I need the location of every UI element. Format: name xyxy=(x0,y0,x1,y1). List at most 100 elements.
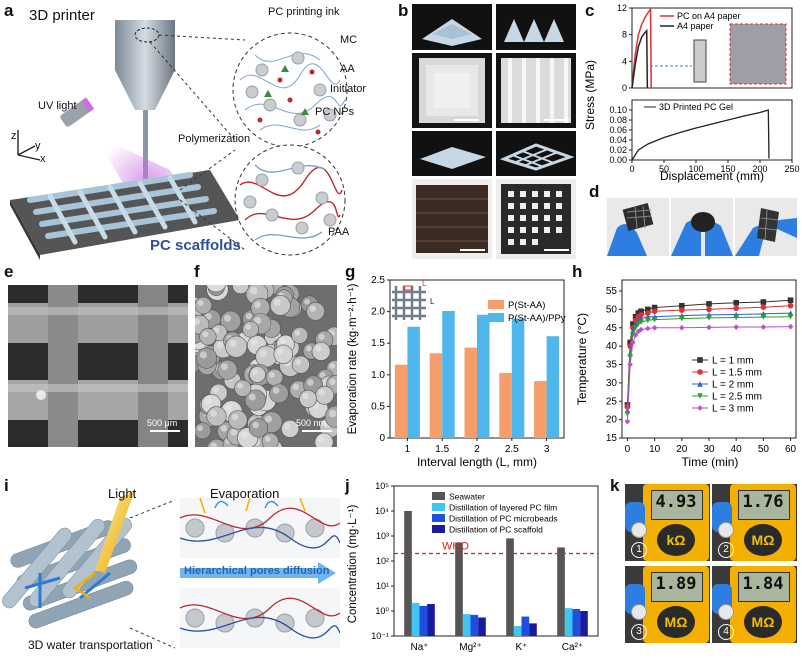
h-point-3-3 xyxy=(632,324,639,331)
meter-reading: 4.93 xyxy=(655,492,697,512)
h-point-3-7 xyxy=(651,316,658,323)
meter-dial xyxy=(744,606,782,638)
j-bar-1-1 xyxy=(462,614,471,636)
axis-z: z xyxy=(11,130,17,142)
sample-disc xyxy=(718,522,734,538)
c-bottom-xtick-label: 0 xyxy=(629,164,634,174)
h-point-3-1 xyxy=(627,354,633,360)
h-point-0-7 xyxy=(651,304,658,311)
sem-scaffold xyxy=(8,285,188,447)
c-bottom-ytick-label: 0.06 xyxy=(609,125,627,135)
j-bar-3-3 xyxy=(580,611,588,636)
h-point-3-6 xyxy=(645,317,651,324)
j-bar-0-2 xyxy=(506,538,514,636)
h-point-4-11 xyxy=(760,324,767,330)
panel-label-f: f xyxy=(194,262,200,281)
photo-number: 2 xyxy=(718,542,734,558)
g-bar-1-2 xyxy=(477,314,490,438)
j-ylabel: Concentration (mg·L⁻¹) xyxy=(347,505,359,624)
photo-number: 3 xyxy=(631,624,647,640)
c-top-series-0 xyxy=(631,7,652,89)
g-L-marker xyxy=(403,285,413,291)
h-point-0-2 xyxy=(630,321,636,327)
g-xlabel: Interval length (L, mm) xyxy=(417,455,537,469)
h-xtick-label: 50 xyxy=(758,444,770,455)
c-top-ytick-label: 8 xyxy=(622,30,627,40)
h-legend-marker xyxy=(697,393,703,399)
c-xlabel: Displacement (mm) xyxy=(660,169,764,183)
h-point-1-8 xyxy=(679,307,685,313)
c-bottom-legend-label: 3D Printed PC Gel xyxy=(659,102,733,112)
h-ytick-label: 55 xyxy=(606,286,618,297)
h-point-3-5 xyxy=(638,319,644,326)
h-point-0-8 xyxy=(679,302,685,309)
h-ytick-label: 20 xyxy=(606,415,618,426)
j-bar-3-2 xyxy=(529,623,537,636)
j-xtick-label: Mg²⁺ xyxy=(459,642,482,653)
multimeter-photo-4: 1.84 MΩ 4 xyxy=(712,566,797,643)
j-ytick-label: 10⁻¹ xyxy=(371,631,389,641)
g-legend-label: P(St-AA)/PPy xyxy=(508,313,566,324)
j-xtick-label: Na⁺ xyxy=(410,642,428,653)
g-xtick-label: 1.5 xyxy=(435,444,449,455)
h-point-1-10 xyxy=(733,305,739,312)
multimeter-photo-2: 1.76 MΩ 2 xyxy=(712,484,797,561)
g-bar-0-1 xyxy=(429,353,443,438)
panel-label-b: b xyxy=(398,1,409,20)
meter-screen xyxy=(738,572,790,602)
scale-label-e: 500 μm xyxy=(147,418,178,428)
scaffold-label: PC scaffolds xyxy=(150,237,241,254)
h-point-1-11 xyxy=(760,304,767,310)
g-xtick-label: 2 xyxy=(474,444,480,455)
j-ytick-label: 10³ xyxy=(376,531,389,541)
h-xlabel: Time (min) xyxy=(682,455,739,469)
meter-unit: MΩ xyxy=(751,532,775,548)
c-bottom-ytick-label: 0.00 xyxy=(609,155,627,165)
c-inset-sample xyxy=(693,39,707,83)
h-xtick-label: 30 xyxy=(703,444,715,455)
h-legend-label: L = 1.5 mm xyxy=(712,368,762,379)
j-legend-label: Distillation of PC microbeads xyxy=(449,514,558,524)
panel-label-e: e xyxy=(4,262,14,281)
g-bar-1-3 xyxy=(511,318,525,438)
scale-bar-f xyxy=(302,430,332,432)
h-point-3-11 xyxy=(760,314,767,320)
c-bottom-series xyxy=(631,109,770,161)
c-bottom-ytick-label: 0.10 xyxy=(609,105,627,115)
g-ytick-label: 2.5 xyxy=(371,275,385,286)
g-bar-0-2 xyxy=(464,347,477,438)
h-point-0-5 xyxy=(638,308,644,315)
sample-disc xyxy=(631,604,647,620)
h-legend-label: L = 1 mm xyxy=(712,356,754,367)
c-top-legend-label: A4 paper xyxy=(677,21,714,31)
h-ytick-label: 40 xyxy=(606,341,618,352)
photo-number: 1 xyxy=(631,542,647,558)
g-xtick-label: 3 xyxy=(544,444,550,455)
photo-dark-film xyxy=(412,179,492,259)
j-who-label: WHO xyxy=(442,540,469,552)
h-point-4-6 xyxy=(645,325,651,332)
c-top-ytick-label: 0 xyxy=(622,83,627,93)
c-inset-zoom xyxy=(729,23,787,85)
g-legend-swatch xyxy=(488,300,504,309)
h-point-1-5 xyxy=(638,312,644,318)
g-xtick-label: 2.5 xyxy=(505,444,519,455)
h-point-3-8 xyxy=(679,315,685,322)
j-bar-0-0 xyxy=(404,511,412,636)
meter-screen xyxy=(651,490,703,520)
h-ytick-label: 15 xyxy=(606,433,618,444)
c-bottom-xtick-label: 150 xyxy=(720,164,735,174)
j-ytick-label: 10⁴ xyxy=(375,506,389,516)
g-ylabel: Evaporation rate (kg·m⁻²·h⁻¹) xyxy=(347,283,359,434)
panel-label-i: i xyxy=(4,476,9,495)
h-point-0-11 xyxy=(760,299,767,305)
light-label: Light xyxy=(108,486,137,501)
chart-j-concentration: 10⁻¹10⁰10¹10²10³10⁴10⁵Na⁺Mg²⁺K⁺Ca²⁺WHOSe… xyxy=(347,481,599,653)
panel-label-g: g xyxy=(345,262,356,281)
h-legend-marker xyxy=(697,357,703,363)
h-point-3-10 xyxy=(733,314,739,321)
g-legend-swatch xyxy=(488,313,504,322)
j-bar-2-0 xyxy=(419,605,428,636)
j-bar-1-2 xyxy=(513,626,522,636)
g-xtick-label: 1 xyxy=(405,444,411,455)
